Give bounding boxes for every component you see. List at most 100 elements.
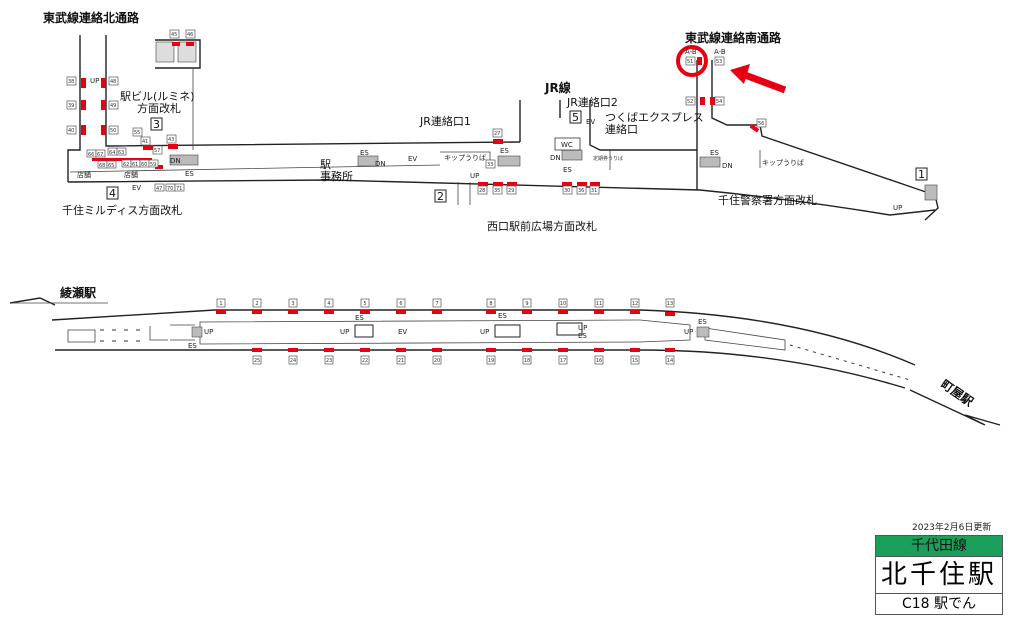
label-jr-line: JR線 xyxy=(544,80,571,95)
label-ayase-station: 綾瀬駅 xyxy=(60,285,97,300)
number-60: 60 xyxy=(141,162,147,168)
car-number: 23 xyxy=(326,358,332,364)
car-number: 10 xyxy=(560,301,566,307)
exit-1[interactable]: 1 xyxy=(915,167,928,181)
car-position-marker: 23 xyxy=(324,348,334,365)
car-number: 3 xyxy=(291,301,294,307)
door-position-mark xyxy=(630,348,640,352)
label-platform-es-2: ES xyxy=(355,314,364,322)
door-position-mark xyxy=(324,310,334,314)
car-number: 11 xyxy=(596,301,602,307)
car-number: 2 xyxy=(255,301,258,307)
door-position-mark xyxy=(486,310,496,314)
car-position-marker: 5 xyxy=(360,298,370,314)
label-platform-es-1: ES xyxy=(188,342,197,350)
number-61: 61 xyxy=(132,162,138,168)
door-position-mark xyxy=(665,348,675,352)
label-es-4: ES xyxy=(563,166,572,174)
car-number: 25 xyxy=(254,358,260,364)
platform-structure xyxy=(9,297,1001,426)
label-platform-up-4: UP xyxy=(578,324,587,332)
number-54: 54 xyxy=(716,99,722,105)
car-number: 5 xyxy=(363,301,366,307)
door-position-mark xyxy=(558,310,568,314)
car-number-box xyxy=(288,355,298,365)
number-55: 55 xyxy=(134,130,140,136)
label-up-2: UP xyxy=(470,172,479,180)
car-number: 6 xyxy=(399,301,402,307)
car-number-box xyxy=(324,298,334,308)
exit-4[interactable]: 4 xyxy=(106,186,119,200)
label-platform-up-2: UP xyxy=(340,328,349,336)
number-52: 52 xyxy=(687,99,693,105)
car-position-marker: 20 xyxy=(432,348,442,365)
car-position-marker: 12 xyxy=(630,298,640,314)
number-46: 46 xyxy=(187,32,193,38)
label-shop-1: 店舗 xyxy=(77,170,91,179)
car-position-marker: 19 xyxy=(486,348,496,365)
door-position-mark xyxy=(324,348,334,352)
label-tobu-north-passage: 東武線連絡北通路 xyxy=(43,10,140,25)
car-number-box xyxy=(396,355,406,365)
car-position-marker: 2 xyxy=(252,298,262,314)
label-machiya-station: 町屋駅 xyxy=(938,377,976,410)
door-position-mark xyxy=(558,348,568,352)
label-ev: EV xyxy=(408,155,417,163)
label-dn: DN xyxy=(375,160,386,168)
car-number: 17 xyxy=(560,358,566,364)
label-police-gate: 千住警察署方面改札 xyxy=(718,193,817,207)
car-number: 14 xyxy=(667,358,673,364)
update-date: 2023年2月6日更新 xyxy=(912,523,992,533)
car-number: 9 xyxy=(525,301,528,307)
exit-2[interactable]: 2 xyxy=(434,189,447,203)
door-position-mark xyxy=(360,348,370,352)
number-41: 41 xyxy=(142,139,148,145)
highlight-circle xyxy=(676,45,708,77)
number-67: 67 xyxy=(97,152,103,158)
car-number-box xyxy=(252,355,262,365)
exit-3[interactable]: 3 xyxy=(150,117,163,131)
label-senju-mildis-gate: 千住ミルディス方面改札 xyxy=(62,203,182,217)
car-position-marker: 1 xyxy=(216,298,226,314)
exit-5[interactable]: 5 xyxy=(569,110,582,124)
label-ekibiru-2: 方面改札 xyxy=(137,101,181,115)
car-number: 1 xyxy=(219,301,222,307)
car-number-box xyxy=(594,298,604,308)
door-position-mark xyxy=(216,310,226,314)
label-tobu-south-passage: 東武線連絡南通路 xyxy=(685,30,782,45)
label-es: ES xyxy=(360,149,369,157)
car-number-box xyxy=(665,298,675,308)
label-ticket-booth-1: キップうりば xyxy=(444,153,486,162)
number-36: 36 xyxy=(578,188,584,194)
car-position-marker: 8 xyxy=(486,298,496,314)
number-45: 45 xyxy=(171,32,177,38)
label-up-3: UP xyxy=(893,204,902,212)
number-51: 51 xyxy=(687,59,693,65)
door-position-mark xyxy=(396,310,406,314)
car-number-box xyxy=(486,355,496,365)
exit-markers: 1 2 3 4 5 xyxy=(106,110,928,203)
highlight-arrow-icon xyxy=(730,64,787,94)
label-station-office-2: 事務所 xyxy=(320,169,353,183)
station-code: C18 駅でん xyxy=(901,596,977,612)
car-number-box xyxy=(630,298,640,308)
label-platform-es-3: ES xyxy=(498,312,507,320)
car-position-marker: 11 xyxy=(594,298,604,314)
label-platform-es-4: ES xyxy=(578,332,587,340)
concourse-walls xyxy=(67,35,939,221)
label-platform-up-1: UP xyxy=(204,328,213,336)
label-up: UP xyxy=(90,77,99,85)
car-position-marker: 6 xyxy=(396,298,406,314)
car-number-box xyxy=(594,355,604,365)
car-number-box xyxy=(216,298,226,308)
label-jr-link-2: JR連絡口2 xyxy=(566,95,618,109)
label-platform-es-5: ES xyxy=(698,318,707,326)
car-position-marker: 24 xyxy=(288,348,298,365)
svg-text:4: 4 xyxy=(109,187,116,200)
car-position-marker: 14 xyxy=(665,348,675,365)
car-position-marker: 9 xyxy=(522,298,532,314)
svg-text:1: 1 xyxy=(918,168,925,181)
number-64: 64 xyxy=(109,150,115,156)
car-number: 8 xyxy=(489,301,492,307)
